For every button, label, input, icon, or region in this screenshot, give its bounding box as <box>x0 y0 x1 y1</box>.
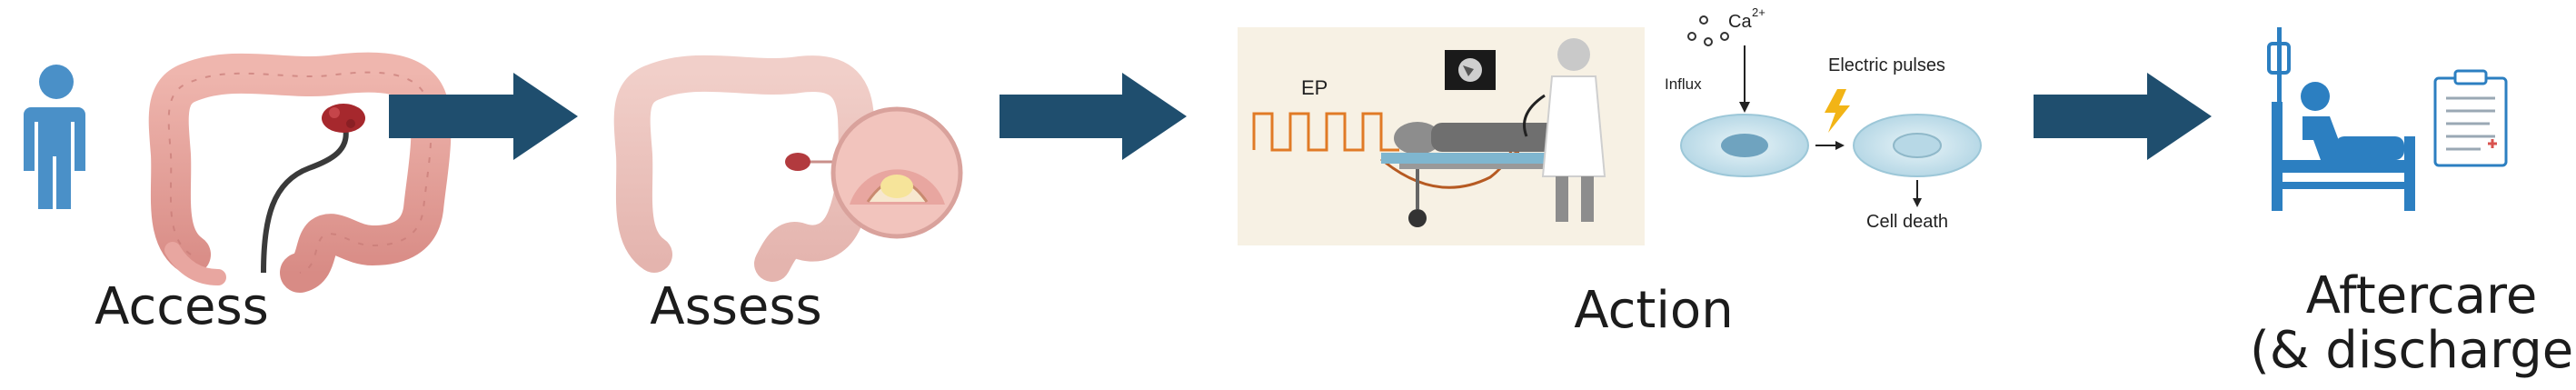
person-icon <box>24 65 85 209</box>
calcium-superscript: 2+ <box>1752 5 1765 19</box>
step-label-access: Access <box>94 277 269 336</box>
monitor-icon <box>1445 50 1496 90</box>
colon-icon-assess <box>613 55 875 282</box>
calcium-ions-icon <box>1687 15 1729 46</box>
arrow-2 <box>1000 73 1187 160</box>
cell-icon-after <box>1853 114 1982 177</box>
clinician-icon <box>1523 38 1606 222</box>
tumor-icon-assess <box>785 153 811 171</box>
colon-icon <box>148 52 452 293</box>
lightning-icon <box>1825 89 1850 133</box>
arrow-3 <box>2034 73 2212 160</box>
calcium-label: Ca <box>1728 12 1752 32</box>
endoscope-icon <box>261 126 349 274</box>
step-label-aftercare: Aftercare <box>2306 266 2538 325</box>
patient-bed-icon <box>1381 122 1563 227</box>
ep-label: EP <box>1301 76 1328 99</box>
influx-label: Influx <box>1665 75 1702 93</box>
hospital-bed-patient-icon <box>2267 27 2415 211</box>
electric-pulses-label: Electric pulses <box>1828 55 1945 75</box>
ep-waveform-icon <box>1252 112 1399 152</box>
step-label-assess: Assess <box>650 277 821 336</box>
step-label-action: Action <box>1574 281 1733 340</box>
cell-death-label: Cell death <box>1866 212 1948 232</box>
cell-icon <box>1680 114 1809 177</box>
step-label-discharge: (& discharge) <box>2250 321 2576 380</box>
clipboard-icon <box>2433 69 2508 167</box>
arrow-1 <box>389 73 578 160</box>
magnifier-icon <box>811 106 963 239</box>
tumor-icon <box>322 104 365 133</box>
